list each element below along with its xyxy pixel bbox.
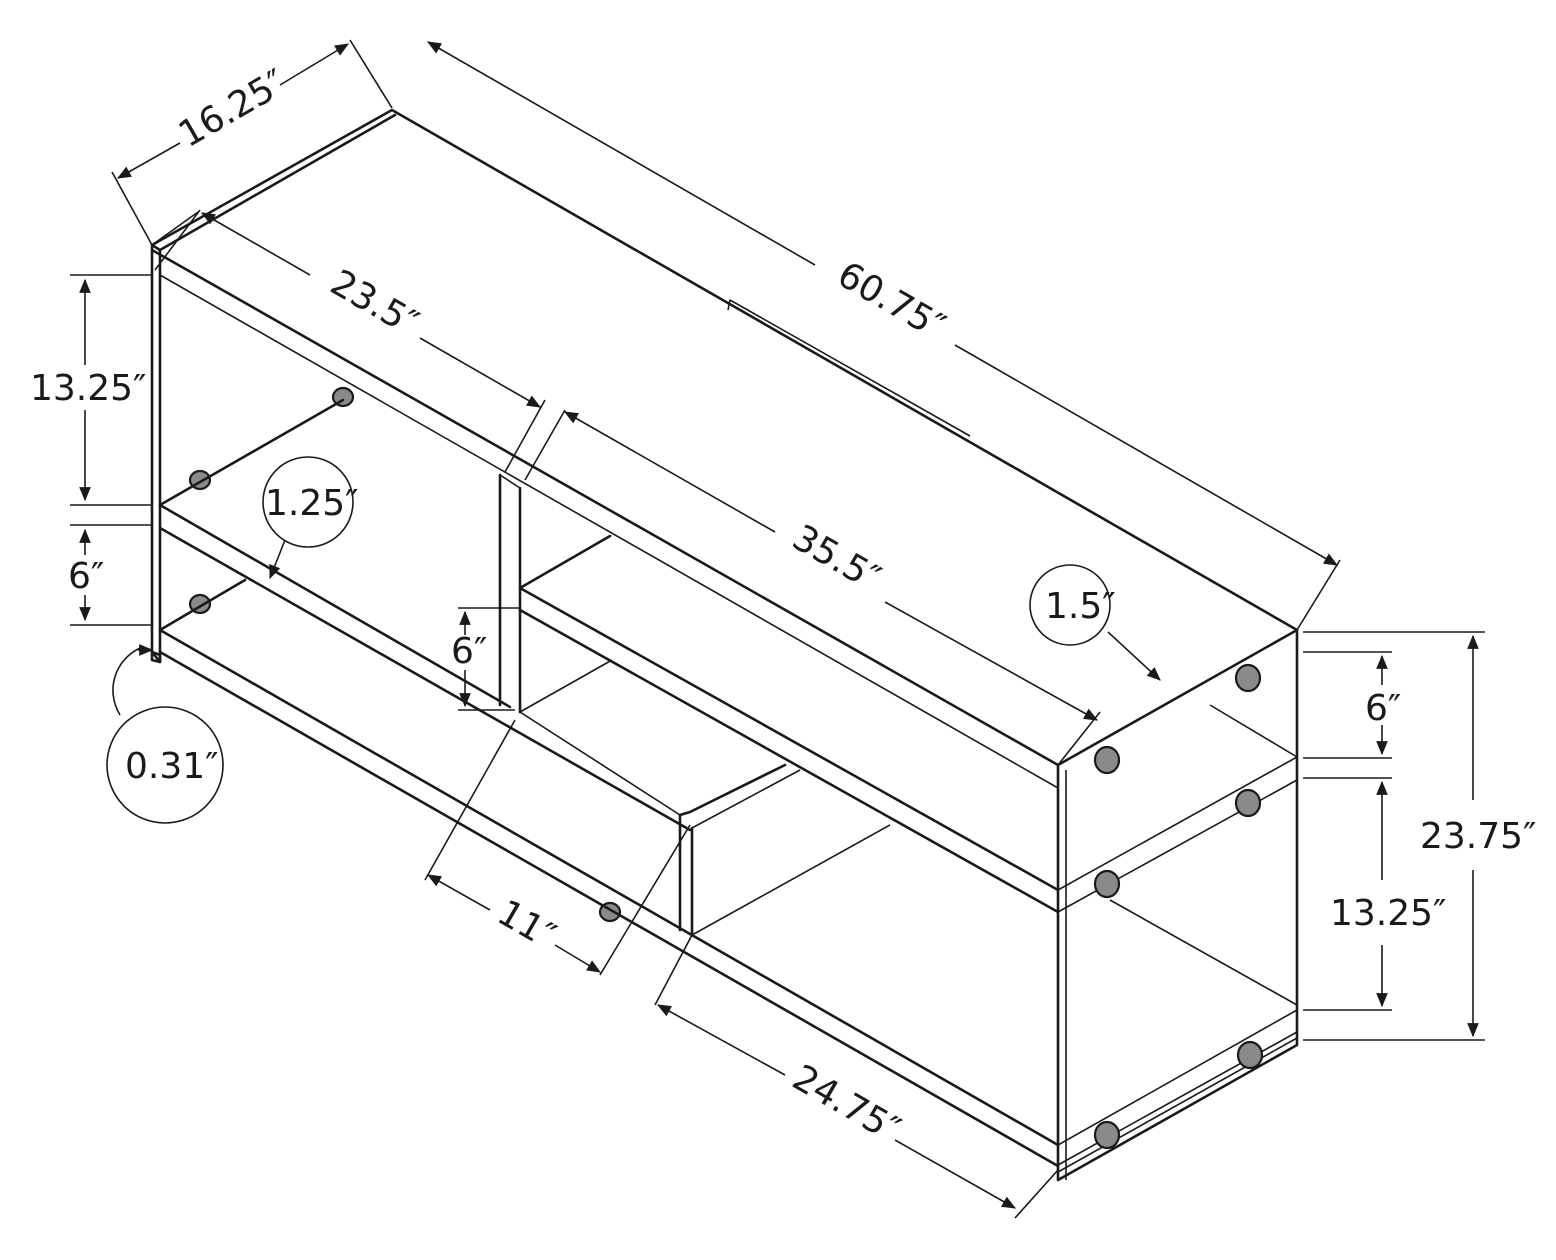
top-surface bbox=[150, 108, 1299, 767]
bottom-shelf bbox=[158, 578, 247, 632]
top-surface-back-edge bbox=[158, 113, 397, 252]
depth-label: 16.25″ bbox=[172, 62, 293, 156]
overall-height-label: 23.75″ bbox=[1420, 816, 1537, 857]
top-surface-cable-slot bbox=[729, 299, 971, 437]
right-glass-panel bbox=[1056, 628, 1299, 1182]
bottom-opening-width-label: 24.75″ bbox=[786, 1057, 907, 1151]
right-lower-height-label: 13.25″ bbox=[1330, 893, 1447, 934]
right-middle-shelf bbox=[518, 534, 612, 590]
left-middle-shelf bbox=[158, 398, 345, 507]
center-module-depth-label: 11″ bbox=[491, 892, 563, 957]
right-opening-width-label: 35.5″ bbox=[786, 517, 888, 599]
top-thickness-label: 1.5″ bbox=[1045, 586, 1116, 627]
glass-thickness-label: 0.31″ bbox=[125, 746, 219, 787]
left-upper-height-label: 13.25″ bbox=[30, 368, 147, 409]
right-upper-height-label: 6″ bbox=[1365, 688, 1401, 729]
glass-bracket-knob bbox=[1093, 1120, 1121, 1150]
glass-bracket-knob bbox=[1093, 745, 1121, 775]
tv-stand-drawing bbox=[150, 108, 1299, 1182]
left-lower-height-label: 6″ bbox=[68, 556, 104, 597]
callout-circle bbox=[1029, 564, 1111, 646]
top-surface-front-lower-edge bbox=[159, 274, 1059, 789]
callout-circle bbox=[262, 456, 354, 548]
center-module bbox=[678, 763, 787, 817]
overall-width-label: 60.75″ bbox=[831, 254, 952, 348]
left-opening-width-label: 23.5″ bbox=[324, 262, 426, 344]
callout-circle bbox=[106, 706, 224, 824]
center-shelf-height-label: 6″ bbox=[451, 631, 487, 672]
glass-bracket-knob bbox=[1236, 1040, 1264, 1070]
shelf-thickness-label: 1.25″ bbox=[265, 483, 359, 524]
glass-bracket-knob bbox=[1234, 663, 1262, 693]
glass-bracket-knob bbox=[1093, 869, 1121, 899]
glass-bracket-knob bbox=[1234, 788, 1262, 818]
left-glass-panel bbox=[150, 243, 162, 664]
dimension-lines bbox=[70, 39, 1485, 1219]
